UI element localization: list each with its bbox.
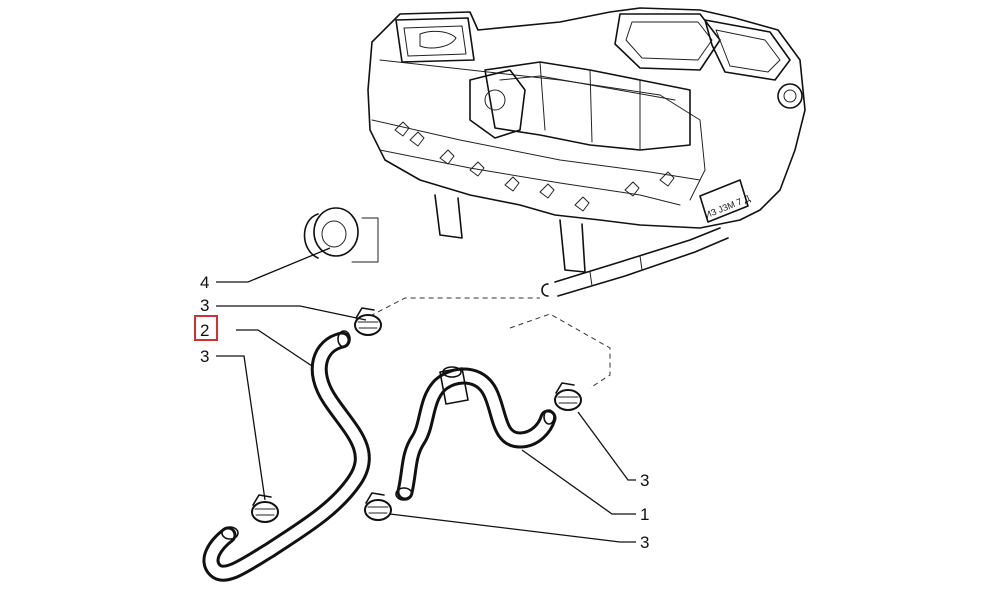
clamp-right [554, 382, 582, 411]
clamp-bottom-left [251, 494, 279, 523]
callout-2: 2 [200, 321, 209, 340]
heater-housing: ИЗ JЗМ 7 Д [367, 7, 806, 297]
callout-3-left: 3 [200, 347, 209, 366]
callout-4: 4 [200, 273, 209, 292]
callout-3-right: 3 [640, 471, 649, 490]
callout-1: 1 [640, 505, 649, 524]
callout-3-bottom: 3 [640, 533, 649, 552]
hose-part-2 [202, 330, 371, 582]
leader-lines [216, 247, 636, 543]
highlight-box-part-2 [194, 315, 218, 341]
callout-labels: 4 3 2 3 3 1 3 [194, 273, 649, 552]
dashed-assembly-lines [369, 297, 611, 389]
clamp-top-left [354, 307, 382, 336]
clamp-bottom-center [364, 492, 392, 521]
callout-3-top: 3 [200, 296, 209, 315]
hose-part-1 [395, 366, 557, 501]
